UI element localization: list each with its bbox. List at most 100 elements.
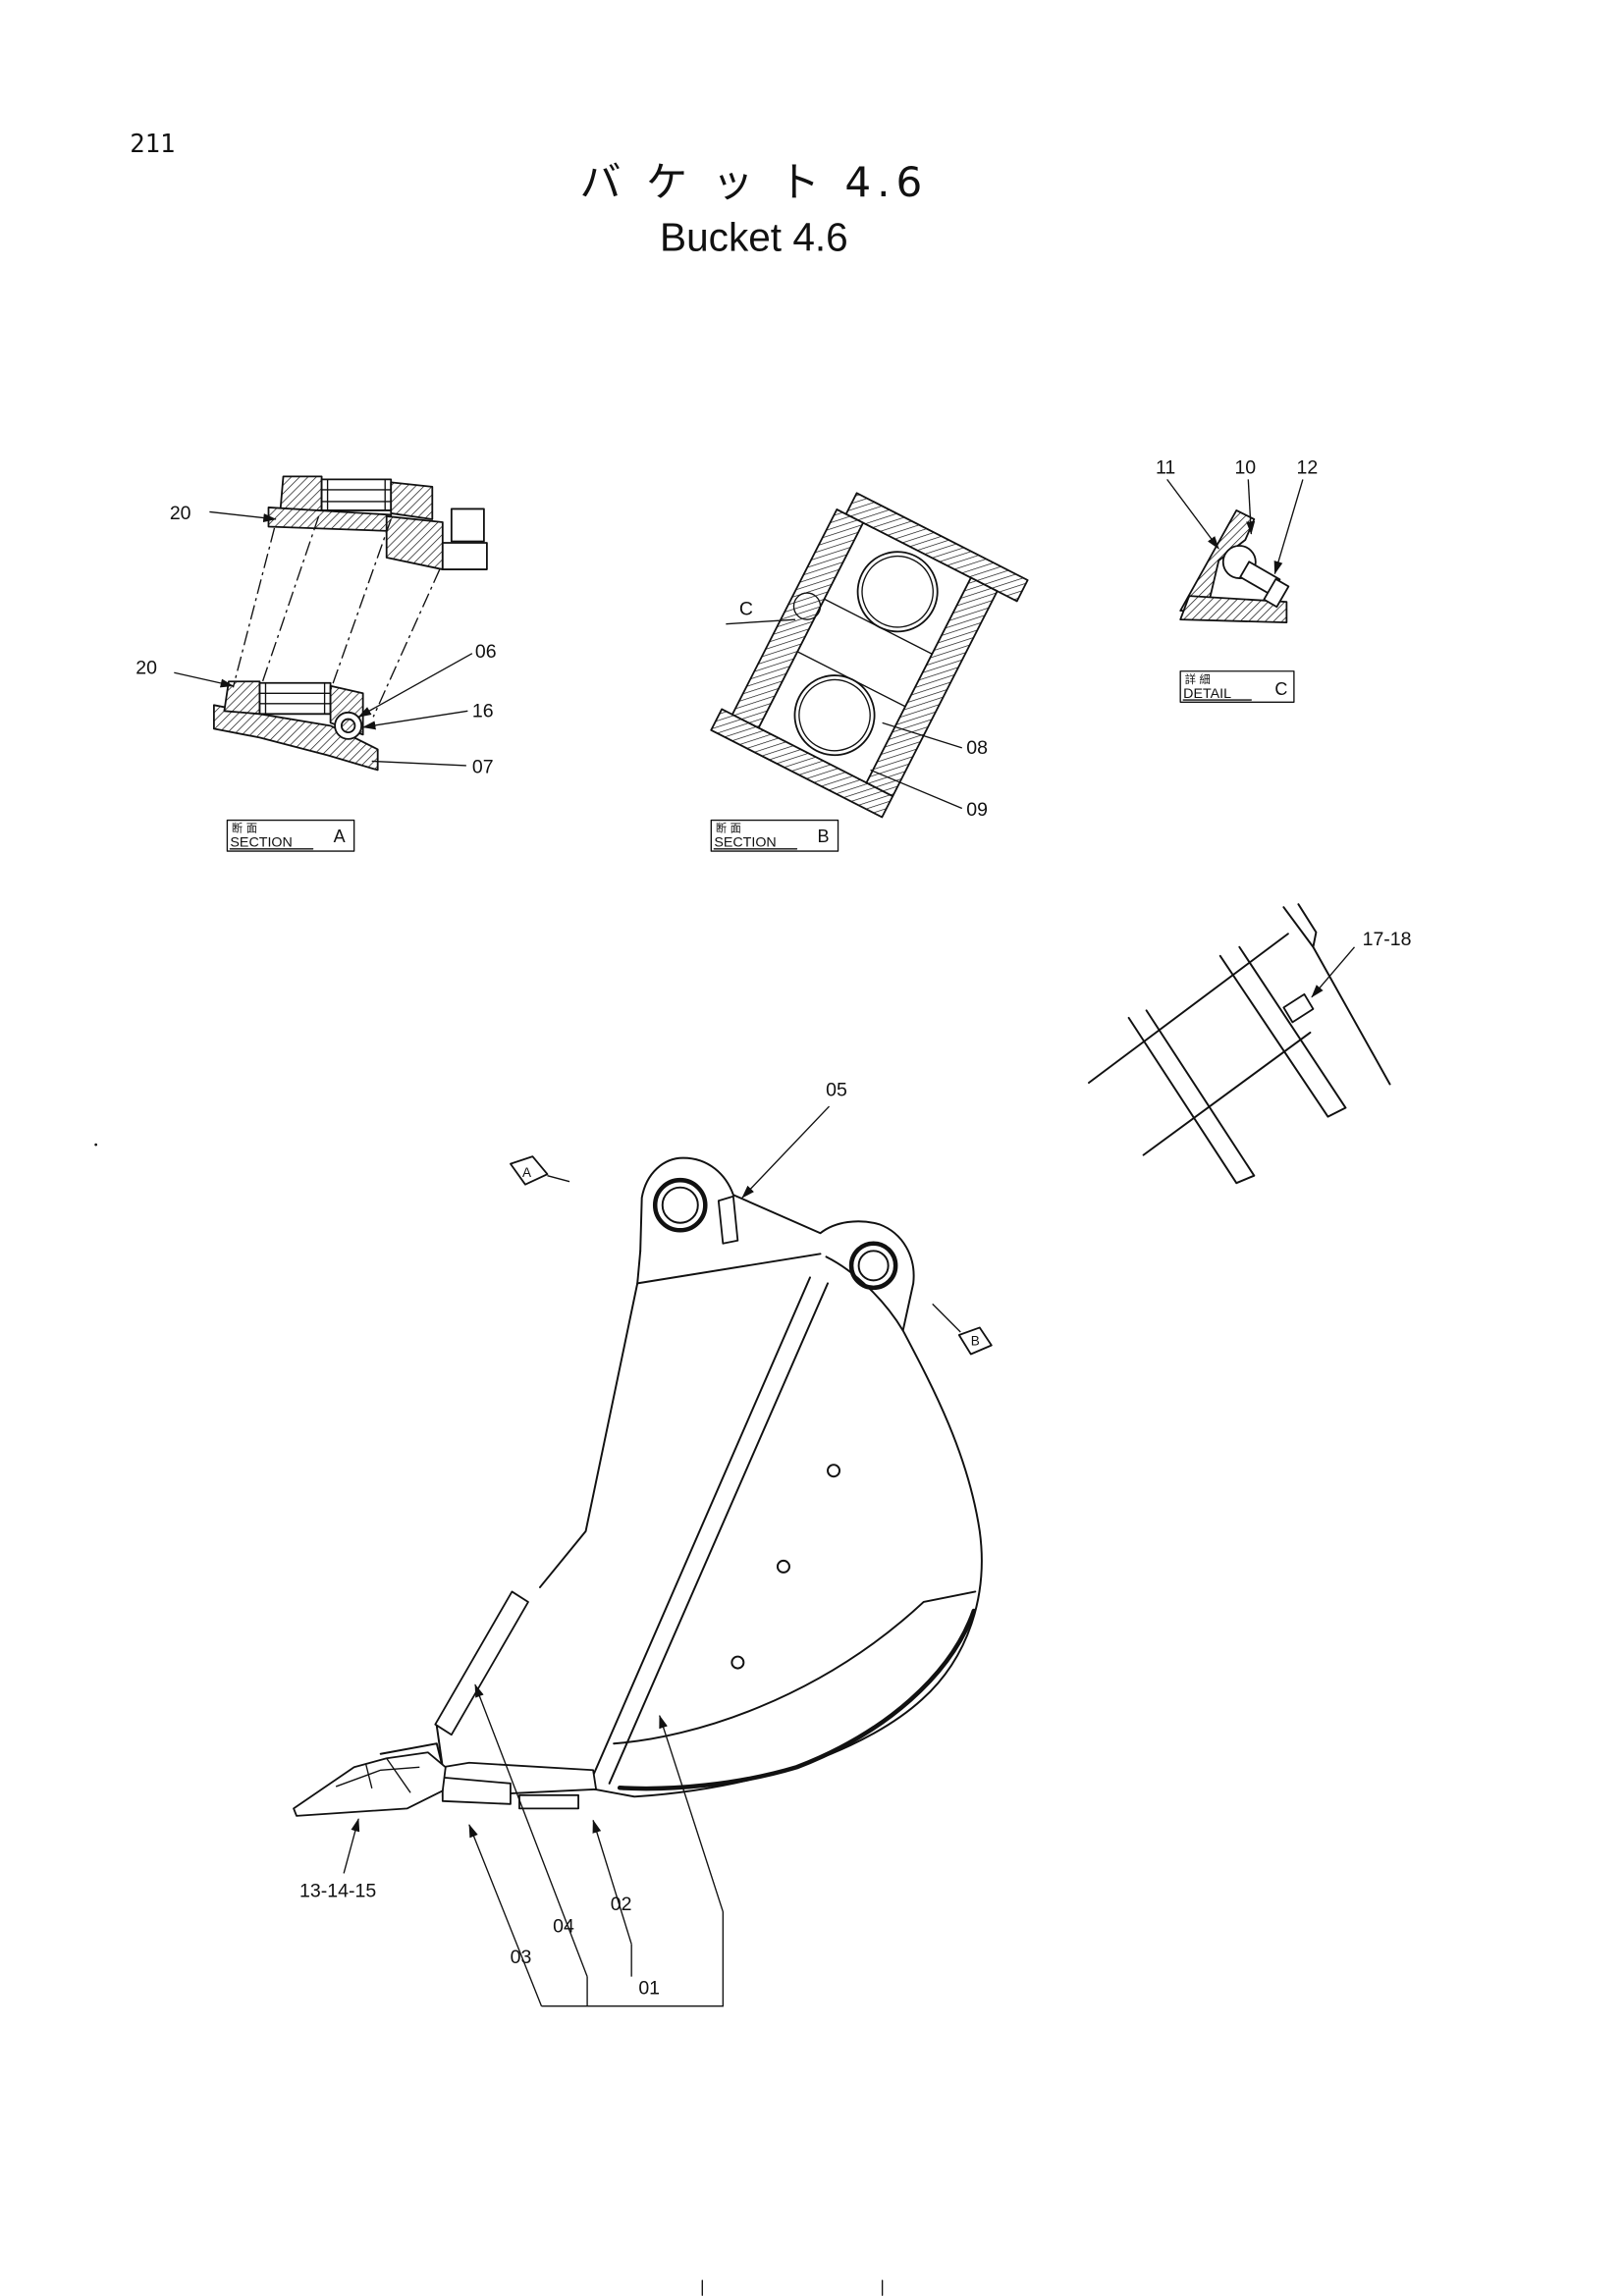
- callout-07: 07: [472, 756, 494, 777]
- callout-11: 11: [1156, 456, 1175, 478]
- callout-05: 05: [826, 1080, 847, 1101]
- leader-16: [361, 710, 468, 730]
- leader-06: [357, 653, 473, 718]
- upper-plate-right-hatched: [385, 515, 444, 570]
- upper-boss-right-hatched: [390, 481, 434, 520]
- leader-12: [1273, 479, 1304, 575]
- detail-c-base-hatched: [1179, 595, 1288, 624]
- bucket-tooth-lines: [335, 1757, 420, 1793]
- upper-stopper: [450, 507, 485, 543]
- inner-frame: [757, 521, 972, 784]
- view-marker-a: A: [510, 1155, 570, 1186]
- leader-08: [882, 721, 962, 749]
- view-marker-b-flag: [957, 1326, 993, 1356]
- callout-03: 03: [511, 1947, 532, 1968]
- leader-10: [1246, 479, 1256, 535]
- callout-12: 12: [1297, 456, 1319, 478]
- callout-13-14-15: 13-14-15: [299, 1881, 376, 1902]
- leader-07: [371, 760, 466, 767]
- part-05-plate: [717, 1195, 739, 1245]
- adapter-2: [518, 1793, 579, 1810]
- side-cutter: [434, 1590, 529, 1736]
- scan-artifact-lines: [701, 2279, 884, 2296]
- section-b-tag-en: SECTION: [714, 835, 776, 851]
- detail-c-tag: 詳 細 DETAIL C: [1179, 670, 1295, 703]
- view-marker-b: B: [932, 1303, 993, 1356]
- detail-c-tag-box: [1179, 670, 1295, 703]
- callout-10: 10: [1234, 456, 1256, 478]
- side-plate-hole-2: [776, 1559, 790, 1574]
- section-b-tag-letter: B: [818, 827, 830, 846]
- bucket-opening-top-edge: [636, 1253, 904, 1332]
- assembly-bracket: [541, 1911, 725, 2007]
- upper-pin-boss-outer: [652, 1177, 708, 1233]
- adapter-1: [441, 1776, 512, 1805]
- link-pad-part: [1282, 992, 1315, 1024]
- view-marker-b-line: [932, 1303, 961, 1333]
- leader-17-18: [1311, 946, 1356, 998]
- callout-06: 06: [475, 641, 497, 663]
- bucket-tooth: [293, 1751, 447, 1817]
- leader-20-upper: [209, 510, 277, 523]
- adapter-top: [379, 1742, 444, 1769]
- section-b-tag: 断 面 SECTION B: [710, 819, 839, 852]
- section-b-tag-jp: 断 面: [716, 822, 741, 835]
- lower-roller: [793, 674, 876, 757]
- callout-20-upper: 20: [170, 503, 191, 524]
- detail-c-tag-en: DETAIL: [1183, 686, 1231, 702]
- leader-05: [741, 1105, 831, 1199]
- section-a-tag: 断 面 SECTION A: [226, 819, 355, 852]
- lower-bushing: [258, 681, 332, 716]
- section-a-tag-box: [226, 819, 355, 852]
- link-right-edge: [1282, 903, 1391, 1086]
- side-plate-hole-3: [730, 1655, 745, 1670]
- callout-02: 02: [611, 1894, 632, 1915]
- leader-03: [468, 1824, 543, 2006]
- upper-roller-inner: [861, 556, 934, 628]
- side-plate-hole-1: [827, 1464, 841, 1478]
- lower-bushing-lines: [258, 682, 332, 715]
- section-a-tag-jp: 断 面: [232, 822, 257, 835]
- bucket-outer-outline: [593, 1156, 983, 1798]
- view-marker-a-line: [547, 1175, 570, 1183]
- lower-pin-boss-inner: [857, 1250, 890, 1282]
- callout-17-18: 17-18: [1363, 929, 1412, 950]
- upper-roller: [856, 551, 939, 633]
- section-b-tag-box: [710, 819, 839, 852]
- section-a-tag-letter: A: [334, 827, 346, 846]
- section-b-drawing: C 08 09 断 面 SECTION B: [710, 492, 1029, 852]
- bucket-front-stiffener: [590, 1276, 830, 1785]
- scan-artifact-dot: [94, 1143, 98, 1147]
- upper-plate-end: [441, 542, 488, 570]
- link-bar-2: [1218, 945, 1347, 1118]
- leader-20-lower: [174, 671, 235, 688]
- section-a-tag-en: SECTION: [230, 835, 292, 851]
- callout-04: 04: [553, 1916, 574, 1938]
- callout-c: C: [739, 599, 753, 620]
- leader-11: [1166, 478, 1219, 550]
- callout-08: 08: [966, 737, 988, 759]
- page-number: 211: [130, 130, 175, 159]
- lower-plate-hatched: [212, 704, 379, 772]
- link-cross-lines: [1088, 933, 1312, 1156]
- upper-pin-boss-inner: [661, 1186, 699, 1224]
- bucket-wear-strip-inner: [613, 1590, 977, 1745]
- upper-bushing-lines: [320, 478, 392, 511]
- callout-09: 09: [966, 799, 988, 821]
- callout-20-lower: 20: [135, 658, 157, 679]
- detail-c-nut: [1263, 578, 1290, 609]
- link-detail-drawing: 17-18: [1088, 903, 1412, 1185]
- leader-c: [726, 618, 796, 625]
- lower-pin-boss-outer: [848, 1241, 898, 1291]
- detail-c-tag-jp: 詳 細: [1185, 672, 1211, 686]
- callout-16: 16: [472, 700, 494, 721]
- leader-02: [592, 1819, 632, 1945]
- leader-09: [870, 769, 963, 810]
- title-japanese: バ ケ ッ ト 4.6: [580, 158, 929, 206]
- leader-01: [659, 1714, 724, 1912]
- detail-c-reference-circle: [792, 592, 822, 620]
- upper-boss-left-hatched: [279, 475, 323, 511]
- detail-c-tag-letter: C: [1274, 679, 1287, 699]
